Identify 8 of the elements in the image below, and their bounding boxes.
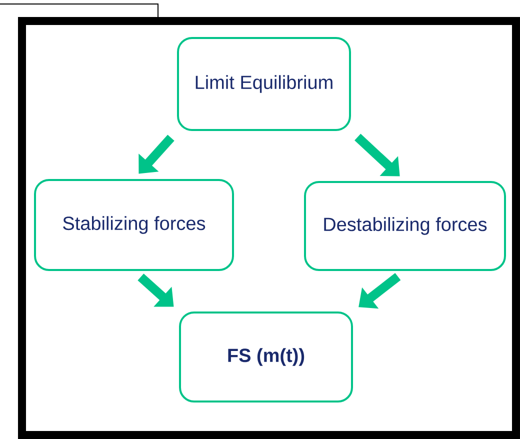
process-box: Stabilizing forces xyxy=(34,179,234,271)
process-box: Limit Equilibrium xyxy=(177,37,351,131)
process-box: Destabilizing forces xyxy=(304,181,506,271)
block-arrow xyxy=(358,272,401,309)
block-arrow xyxy=(138,274,174,307)
block-arrow xyxy=(138,134,174,174)
process-box: FS (m(t)) xyxy=(179,312,353,402)
block-arrow xyxy=(354,134,400,176)
